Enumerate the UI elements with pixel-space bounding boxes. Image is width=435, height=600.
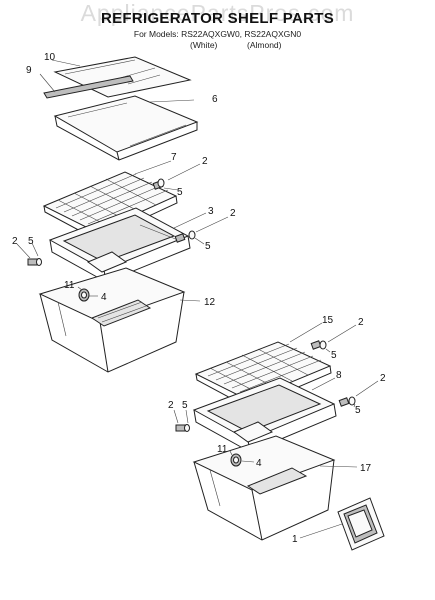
diagram-title: REFRIGERATOR SHELF PARTS bbox=[100, 10, 335, 27]
callout-8: 8 bbox=[336, 370, 342, 381]
callout-2d: 2 bbox=[358, 317, 364, 328]
callout-3: 3 bbox=[208, 206, 214, 217]
crisper-drawer-part-17 bbox=[192, 435, 336, 541]
crisper-cover-part-7 bbox=[42, 171, 178, 241]
callout-5a: 5 bbox=[177, 187, 183, 198]
shelf-support-hardware-top bbox=[27, 178, 196, 302]
callout-5b: 5 bbox=[205, 241, 211, 252]
callout-5e: 5 bbox=[355, 405, 361, 416]
callout-labels: 10 9 6 7 2 5 3 2 5 2 5 11 4 12 15 2 5 8 … bbox=[12, 52, 386, 545]
callout-9: 9 bbox=[26, 65, 32, 76]
callout-2f: 2 bbox=[168, 400, 174, 411]
shelf-trim-part-9 bbox=[43, 75, 134, 99]
callout-12: 12 bbox=[204, 297, 216, 308]
shelf-frame-part-6 bbox=[53, 95, 199, 161]
callout-5d: 5 bbox=[331, 350, 337, 361]
callout-2b: 2 bbox=[230, 208, 236, 219]
callout-5c: 5 bbox=[28, 236, 34, 247]
crisper-cover-part-15 bbox=[194, 341, 332, 409]
callout-5f: 5 bbox=[182, 400, 188, 411]
crisper-drawer-part-12 bbox=[38, 267, 186, 373]
callout-6: 6 bbox=[212, 94, 218, 105]
callout-1: 1 bbox=[292, 534, 298, 545]
callout-4a: 4 bbox=[101, 292, 107, 303]
shelf-support-hardware-bottom bbox=[175, 340, 356, 467]
variant-almond: (Almond) bbox=[247, 40, 282, 50]
watermark: AppliancePartsPros.com bbox=[80, 0, 355, 26]
variant-white: (White) bbox=[190, 40, 218, 50]
callout-10: 10 bbox=[44, 52, 56, 63]
callout-17: 17 bbox=[360, 463, 372, 474]
callout-2a: 2 bbox=[202, 156, 208, 167]
callout-2c: 2 bbox=[12, 236, 18, 247]
callout-7: 7 bbox=[171, 152, 177, 163]
model-numbers: For Models: RS22AQXGW0, RS22AQXGN0 bbox=[133, 29, 302, 39]
callout-15: 15 bbox=[322, 315, 334, 326]
callout-11a: 11 bbox=[64, 280, 75, 291]
callout-4b: 4 bbox=[256, 458, 262, 469]
callout-2e: 2 bbox=[380, 373, 386, 384]
callout-11b: 11 bbox=[217, 444, 228, 455]
humidity-control-part-1 bbox=[337, 497, 385, 551]
leader-lines bbox=[16, 59, 379, 539]
